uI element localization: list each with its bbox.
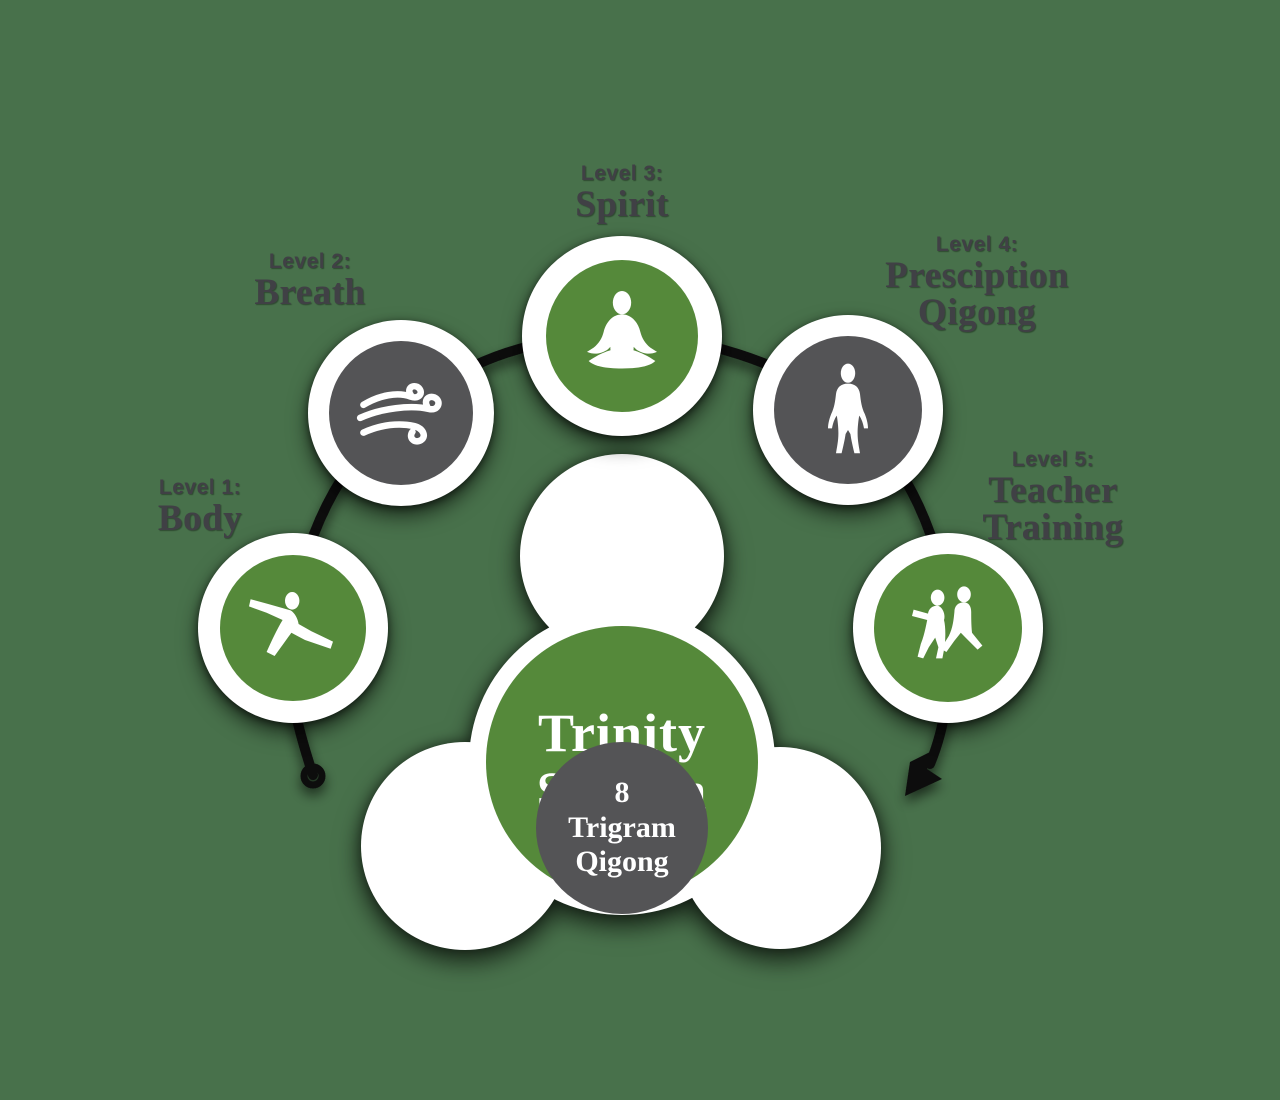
breath-label: Level 2: Breath (160, 250, 460, 311)
teacher-node (853, 533, 1043, 723)
martial-artist-icon (249, 592, 333, 656)
body-name-text: Body (157, 498, 243, 539)
prescription-circle (774, 336, 922, 484)
prescription-label: Level 4: Presciption Qigong (827, 233, 1127, 331)
prescription-node (753, 315, 943, 505)
two-people-icon (912, 586, 983, 659)
spirit-level-text: Level 3: (580, 162, 664, 185)
prescription-name-text-2: Qigong (917, 292, 1037, 333)
teacher-circle (874, 554, 1022, 702)
teacher-name-text-2: Training (982, 507, 1124, 548)
breath-level-text: Level 2: (268, 250, 352, 273)
prescription-name-text-1: Presciption (885, 255, 1069, 296)
body-label: Level 1: Body (50, 476, 350, 537)
wind-icon (356, 383, 442, 445)
body-level-text: Level 1: (158, 476, 242, 499)
meditation-icon (587, 291, 657, 369)
teacher-label: Level 5: Teacher Training (903, 448, 1203, 546)
path-end-arrow-icon (905, 749, 942, 796)
spirit-circle (546, 260, 698, 412)
human-body-icon (828, 363, 868, 454)
body-circle (220, 555, 366, 701)
teacher-name-text-1: Teacher (988, 470, 1118, 511)
teacher-level-text: Level 5: (1011, 448, 1095, 471)
path-start-dot (300, 763, 326, 789)
spirit-label: Level 3: Spirit (472, 162, 772, 223)
breath-node (308, 320, 494, 506)
spirit-node (522, 236, 722, 436)
breath-name-text: Breath (254, 272, 366, 313)
trigram-qigong-circle: 8 Trigram Qigong (536, 742, 708, 914)
body-node (198, 533, 388, 723)
prescription-level-text: Level 4: (935, 233, 1019, 256)
spirit-name-text: Spirit (575, 184, 669, 225)
trigram-white-ring (520, 454, 724, 658)
trigram-qigong-label: 8 Trigram Qigong (568, 776, 676, 879)
breath-circle (329, 341, 473, 485)
